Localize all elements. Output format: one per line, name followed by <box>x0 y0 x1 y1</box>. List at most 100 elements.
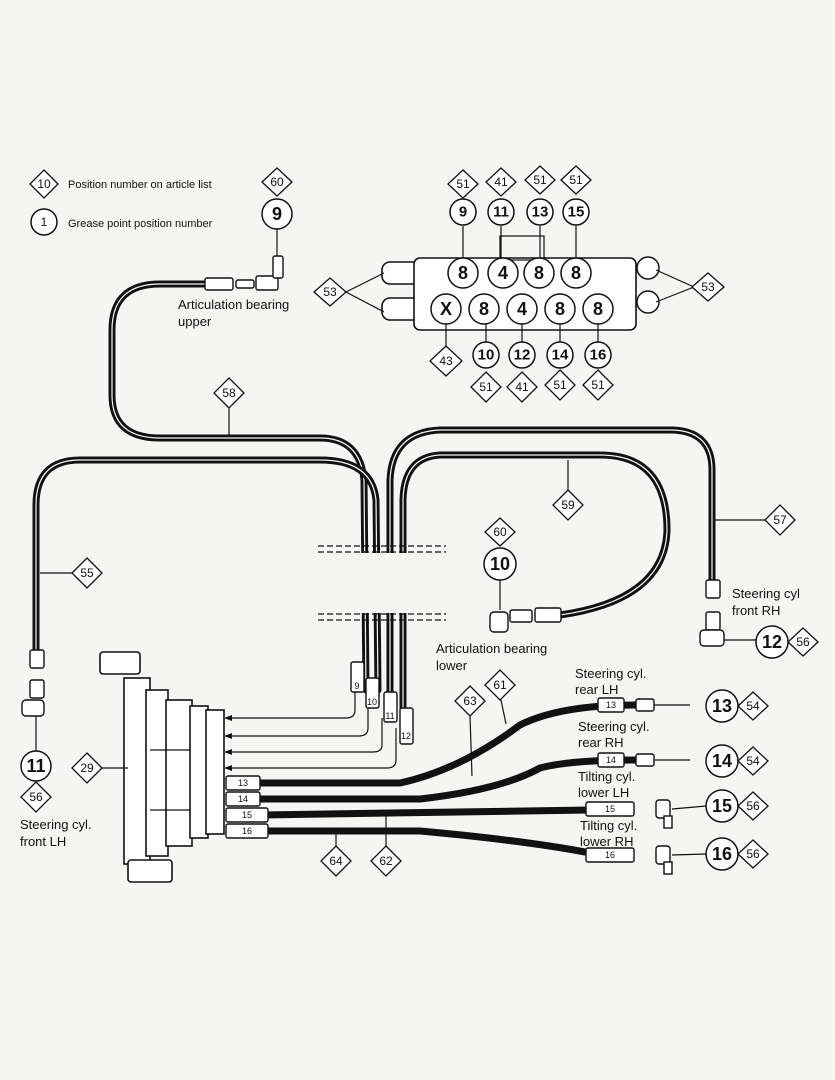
pos-53a: 53 <box>323 285 337 299</box>
pos-60a: 60 <box>270 175 284 189</box>
distributor-top-2-label: 4 <box>498 263 508 283</box>
distributor-bottom-4-label: 8 <box>555 299 565 319</box>
distributor-top-3 <box>523 257 555 289</box>
pos-57: 57 <box>773 513 787 527</box>
hoses <box>32 280 716 856</box>
distributor-top-4-label: 8 <box>571 263 581 283</box>
label-steering-rear-rh-1: Steering cyl. <box>578 719 650 734</box>
hose-64 <box>258 827 589 856</box>
pos-51b: 51 <box>533 173 547 187</box>
end-fittings: 13 14 15 16 <box>585 697 690 875</box>
pos-53b: 53 <box>701 280 715 294</box>
bundle-fittings: 9 10 11 12 <box>350 661 414 745</box>
distributor-top-1-label: 8 <box>458 263 468 283</box>
tag-t16: 16 <box>242 826 252 836</box>
grease-point-14-label: 14 <box>712 751 732 771</box>
distributor-bottom-5-label: 8 <box>593 299 603 319</box>
pos-61: 61 <box>493 678 507 692</box>
pos-51f: 51 <box>591 378 605 392</box>
hose-62 <box>258 806 594 819</box>
component-labels: Articulation bearing upper Articulation … <box>20 297 800 849</box>
outlet-15: 15 <box>568 204 585 221</box>
outlet-13: 13 <box>532 204 549 221</box>
label-steering-front-lh-1: Steering cyl. <box>20 817 92 832</box>
legend-diamond-number: 10 <box>37 177 51 191</box>
legend-circle-symbol <box>30 208 58 236</box>
label-steering-front-lh-2: front LH <box>20 834 66 849</box>
grease-point-9-label: 9 <box>272 204 282 224</box>
distributor-outlet-numbers: 9 11 13 15 10 12 14 16 <box>449 198 612 369</box>
tag-e15: 15 <box>605 804 615 814</box>
pos-54a: 54 <box>746 699 760 713</box>
pos-51a: 51 <box>456 177 470 191</box>
distributor-position-numbers: 51 41 51 51 53 53 43 51 41 51 51 <box>313 165 725 403</box>
label-tilting-lower-rh-2: lower RH <box>580 834 633 849</box>
tag-v11: 11 <box>385 711 394 721</box>
distributor-leaders <box>345 226 695 346</box>
outlet-11: 11 <box>493 204 509 221</box>
distributor-top-3-label: 8 <box>534 263 544 283</box>
distributor-top-2 <box>487 257 519 289</box>
outlet-10: 10 <box>478 347 495 364</box>
tag-e14: 14 <box>606 755 616 765</box>
distributor-bottom-1-label: X <box>440 299 452 319</box>
legend-grease-text: Grease point position number <box>68 218 213 230</box>
tag-v9: 9 <box>354 681 359 691</box>
pos-60b: 60 <box>493 525 507 539</box>
pos-56d: 56 <box>746 847 760 861</box>
outlet-16: 16 <box>590 347 607 364</box>
grease-point-10-label: 10 <box>490 554 510 574</box>
pos-51c: 51 <box>569 173 583 187</box>
pos-41b: 41 <box>515 380 529 394</box>
label-articulation-upper-2: upper <box>178 314 212 329</box>
grease-point-13-label: 13 <box>712 696 732 716</box>
tag-e13: 13 <box>606 700 616 710</box>
misc-fittings <box>21 255 758 717</box>
pos-64: 64 <box>329 854 343 868</box>
legend-diamond-symbol <box>29 169 59 199</box>
pos-51e: 51 <box>553 378 567 392</box>
legend: 10 Position number on article list 1 Gre… <box>29 169 213 236</box>
hose-position-numbers: 58 59 57 55 29 61 63 62 64 <box>40 377 796 877</box>
hose-58 <box>108 280 370 694</box>
hose-61 <box>254 701 639 787</box>
tag-t15: 15 <box>242 810 252 820</box>
label-articulation-lower-2: lower <box>436 658 468 673</box>
grease-block <box>99 651 225 883</box>
label-steering-front-rh-2: front RH <box>732 603 780 618</box>
legend-position-text: Position number on article list <box>68 179 212 191</box>
label-articulation-lower-1: Articulation bearing <box>436 641 547 656</box>
distributor-bottom-2 <box>468 293 500 325</box>
outlet-9: 9 <box>459 204 467 221</box>
pos-63: 63 <box>463 694 477 708</box>
pos-59: 59 <box>561 498 575 512</box>
distributor: 8 4 8 8 X 8 4 8 8 <box>381 235 660 331</box>
distributor-bottom-2-label: 8 <box>479 299 489 319</box>
label-steering-rear-lh-1: Steering cyl. <box>575 666 647 681</box>
tag-v12: 12 <box>401 731 411 741</box>
label-steering-rear-rh-2: rear RH <box>578 735 624 750</box>
grease-point-12-label: 12 <box>762 632 782 652</box>
tag-v10: 10 <box>367 697 377 707</box>
label-articulation-upper-1: Articulation bearing <box>178 297 289 312</box>
tag-e16: 16 <box>605 850 615 860</box>
outlet-12: 12 <box>514 347 531 364</box>
pos-62: 62 <box>379 854 393 868</box>
distributor-bottom-3-label: 4 <box>517 299 527 319</box>
grease-point-16-label: 16 <box>712 844 732 864</box>
pos-43: 43 <box>439 354 453 368</box>
pos-51d: 51 <box>479 380 493 394</box>
label-tilting-lower-rh-1: Tilting cyl. <box>580 818 637 833</box>
label-steering-front-rh-1: Steering cyl <box>732 586 800 601</box>
pos-54b: 54 <box>746 754 760 768</box>
outlet-14: 14 <box>552 347 569 364</box>
pos-55: 55 <box>80 566 94 580</box>
pos-58: 58 <box>222 386 236 400</box>
legend-circle-number: 1 <box>41 215 48 229</box>
pos-56b: 56 <box>796 635 810 649</box>
tag-t14: 14 <box>238 794 248 804</box>
feed-lines <box>224 690 397 771</box>
label-tilting-lower-lh-1: Tilting cyl. <box>578 769 635 784</box>
label-steering-rear-lh-2: rear LH <box>575 682 618 697</box>
